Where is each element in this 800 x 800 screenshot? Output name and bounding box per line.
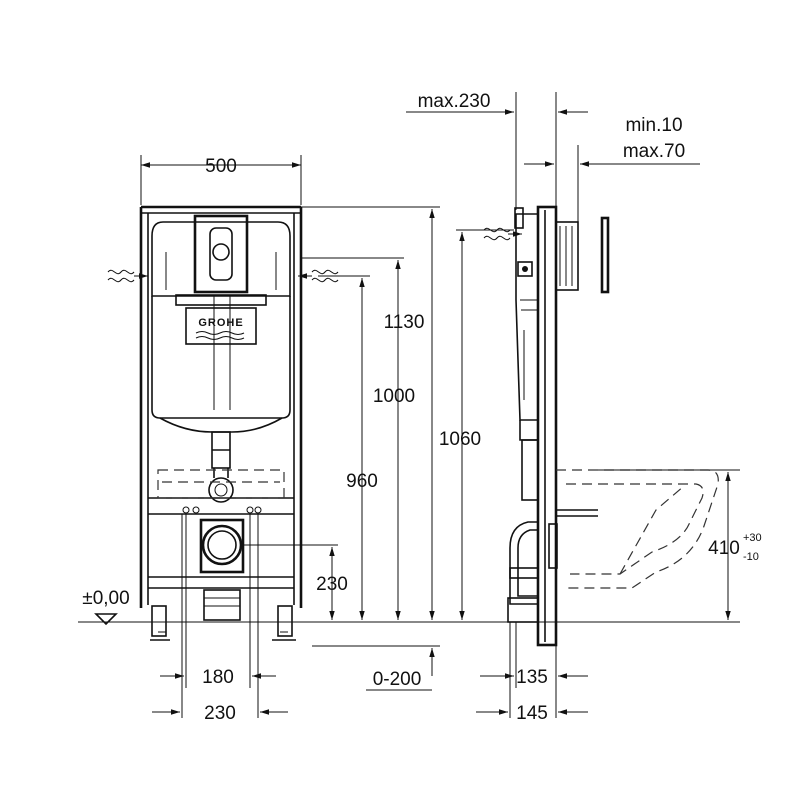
front-frame: [139, 205, 303, 641]
water-inlet-icon: [107, 269, 148, 283]
height-1130-label: 1130: [384, 312, 425, 333]
bowl-tolerance-plus: +30: [743, 532, 762, 544]
bottom-180-label: 180: [202, 667, 234, 688]
drain-pipe: [208, 431, 234, 503]
front-width-label: 500: [205, 156, 237, 177]
max-70-label: max.70: [623, 141, 685, 162]
waste-outlet: [182, 506, 262, 621]
height-1000-label: 1000: [373, 386, 415, 407]
height-1060-label: 1060: [439, 429, 481, 450]
bowl-height-label: 410: [708, 538, 740, 559]
bottom-230-label: 230: [204, 703, 236, 724]
front-bowl-outline: [157, 469, 285, 499]
grohe-logo: GROHE: [185, 307, 257, 345]
min-10-label: min.10: [625, 115, 682, 136]
water-inlet-icon: [298, 269, 339, 283]
side-view: max.230 min.10 max.70 1060 410 +30 -10 1…: [406, 91, 762, 724]
flush-plate: [193, 214, 249, 294]
adjust-range-label: 0-200: [373, 669, 422, 690]
max-230-label: max.230: [418, 91, 491, 112]
cistern: [151, 221, 291, 433]
front-view: GROHE: [78, 155, 480, 724]
floor-level-label: ±0,00: [82, 588, 129, 609]
bowl-tolerance-minus: -10: [743, 551, 759, 563]
height-960-label: 960: [346, 471, 378, 492]
bottom-145-label: 145: [516, 703, 548, 724]
logo-text: GROHE: [198, 317, 243, 329]
bottom-135-label: 135: [516, 667, 548, 688]
wall-hung-bowl: [556, 469, 719, 589]
outlet-230-label: 230: [316, 574, 348, 595]
side-frame: [507, 205, 610, 647]
